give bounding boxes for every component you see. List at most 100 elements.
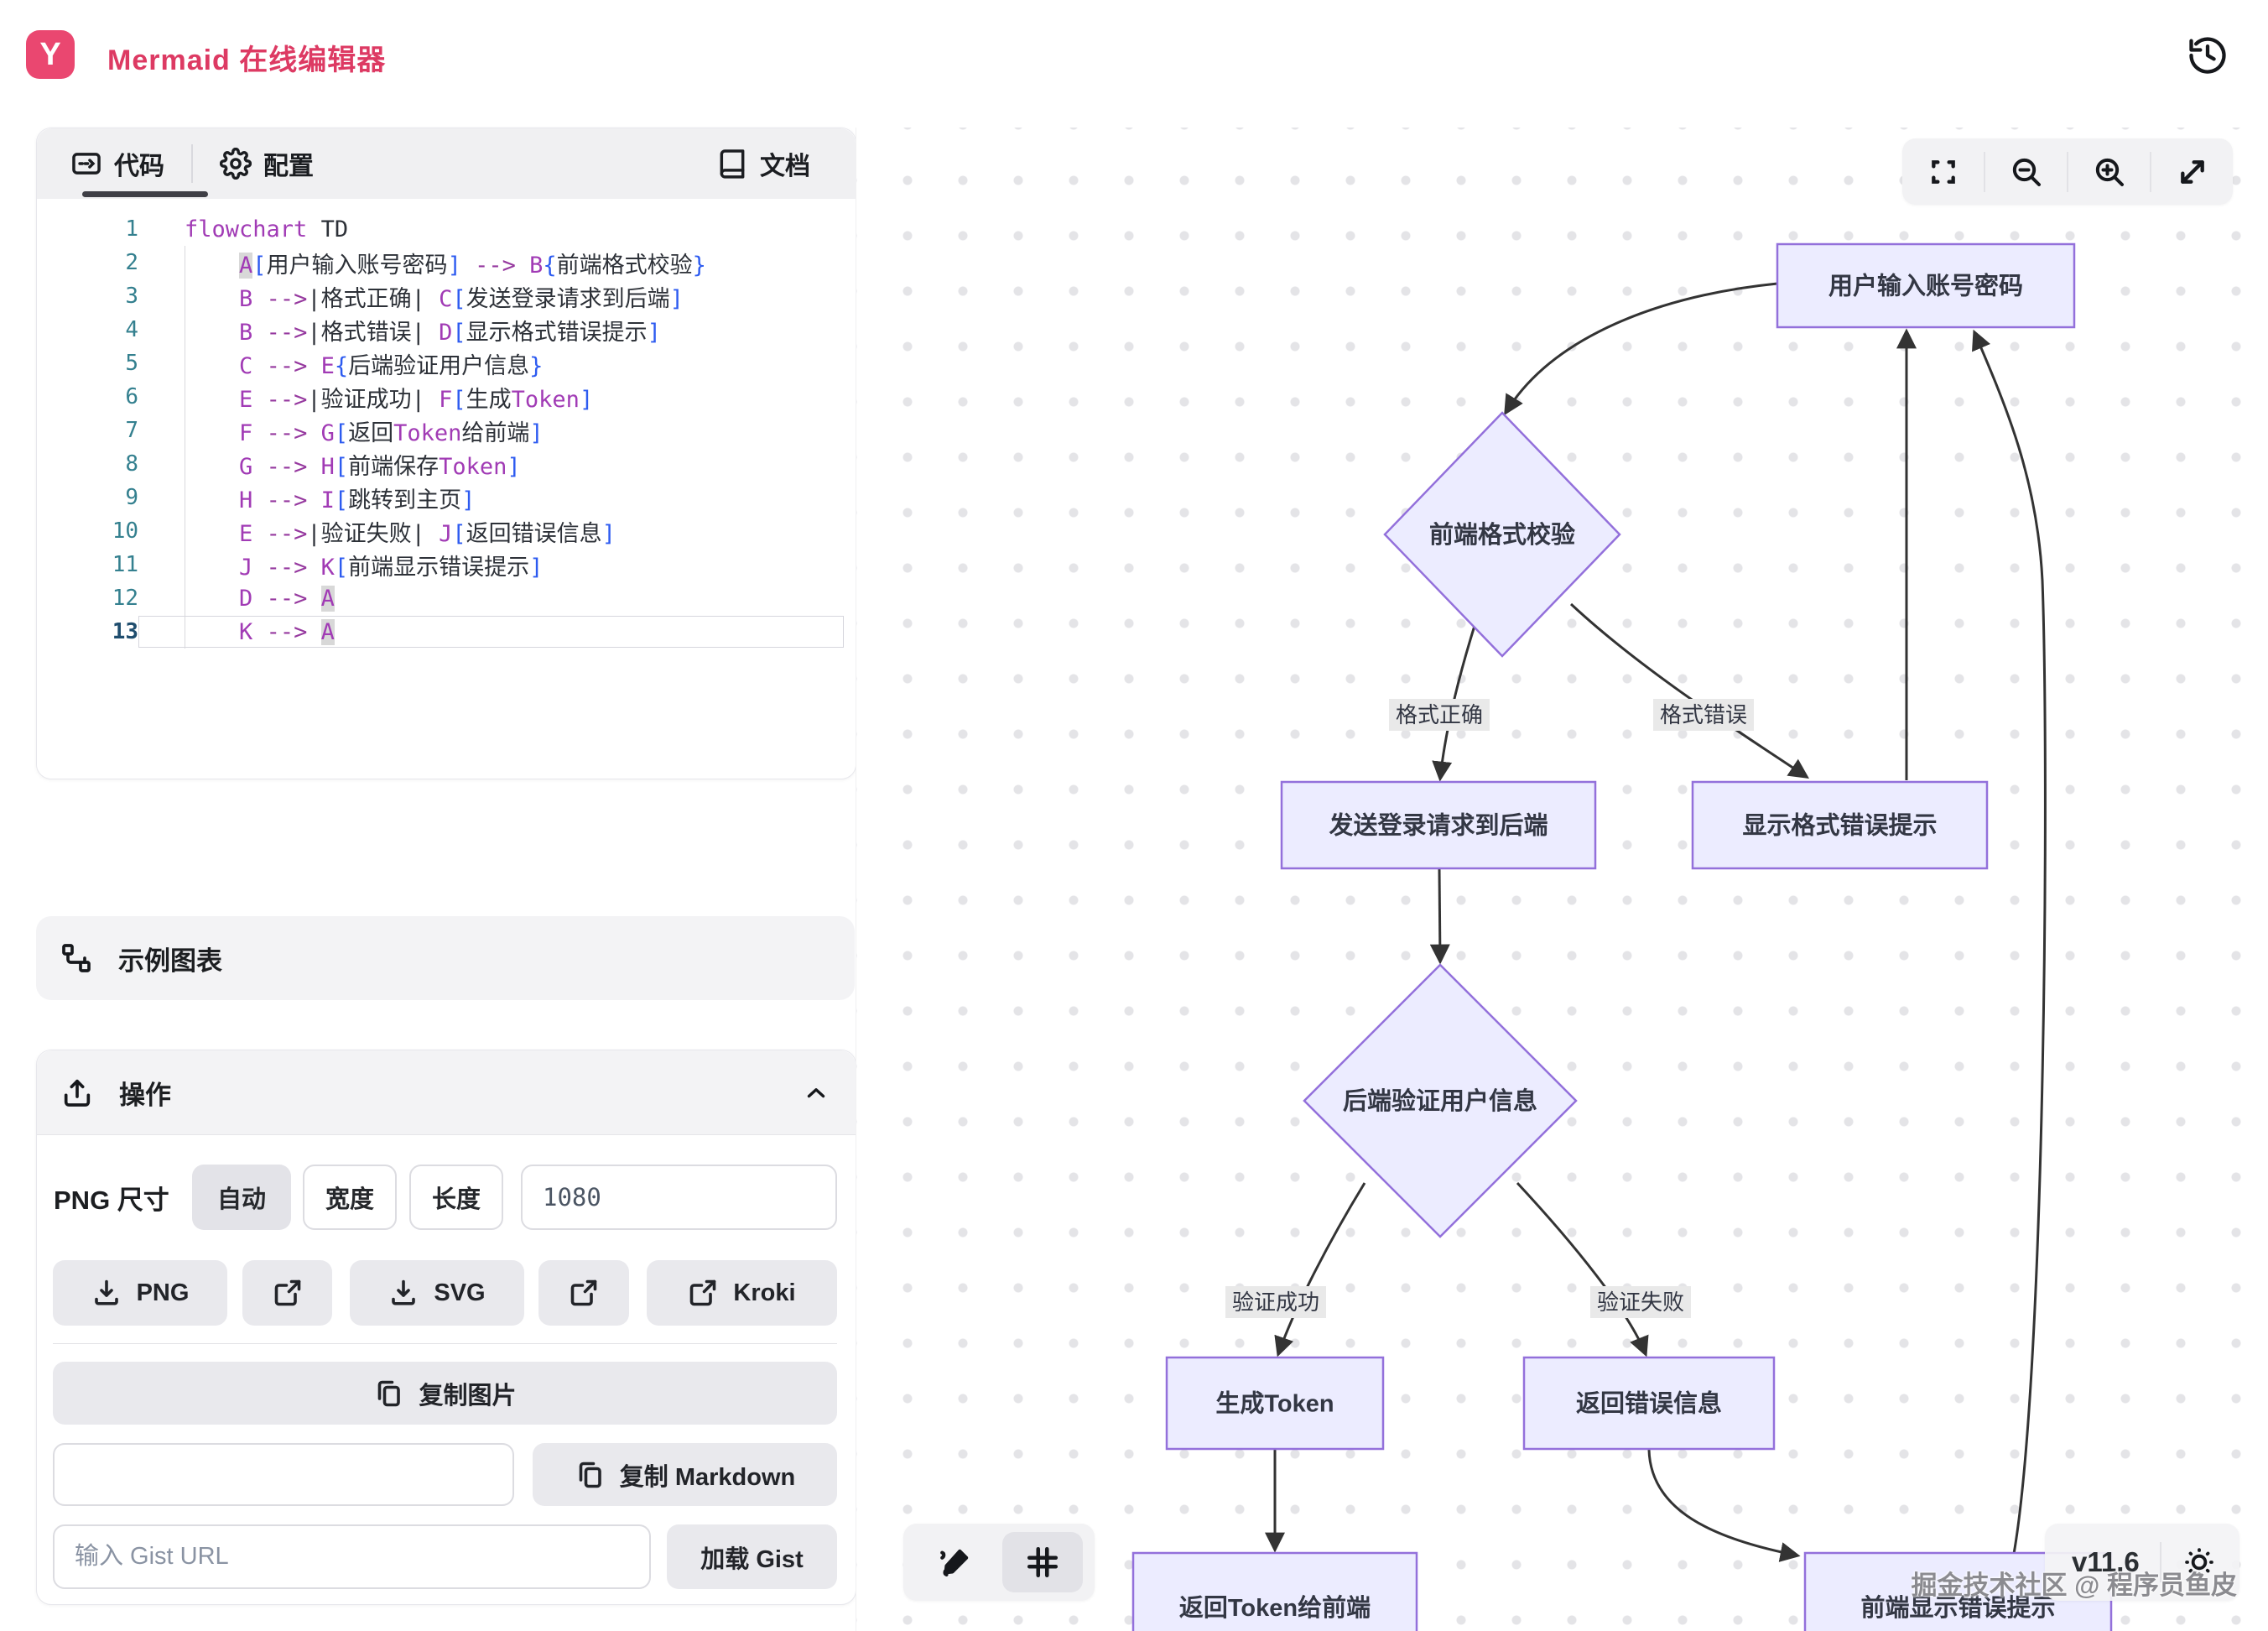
code-line[interactable]: 2 A[用户输入账号密码] --> B{前端格式校验} (37, 246, 856, 279)
line-content: E -->|验证失败| J[返回错误信息] (239, 520, 616, 547)
history-button[interactable] (2181, 29, 2234, 82)
line-number: 3 (125, 284, 138, 309)
canvas-edit-toolbar (903, 1524, 1095, 1601)
diagram-canvas[interactable]: 格式正确格式错误验证成功验证失败 用户输入账号密码前端格式校验发送登录请求到后端… (856, 128, 2268, 1631)
toolbar-separator (2150, 151, 2151, 192)
line-content: K --> A (138, 616, 844, 648)
flow-node-C[interactable]: 发送登录请求到后端 (1280, 780, 1597, 870)
fullscreen-button[interactable] (1902, 138, 1984, 205)
download-icon (388, 1278, 419, 1308)
tab-code[interactable]: 代码 (49, 128, 208, 199)
edge-label: 格式错误 (1660, 702, 1747, 727)
node-label: 后端验证用户信息 (1343, 1086, 1537, 1115)
line-number: 13 (112, 619, 138, 644)
code-line[interactable]: 6 E -->|验证成功| F[生成Token] (37, 380, 856, 414)
chevron-up-icon[interactable] (802, 1079, 830, 1107)
zoom-in-button[interactable] (2068, 138, 2150, 205)
tab-config-label: 配置 (263, 153, 314, 180)
edge-label-bg (1653, 699, 1754, 731)
zoom-out-button[interactable] (1985, 138, 2067, 205)
flow-node-J[interactable]: 返回错误信息 (1522, 1356, 1776, 1451)
download-png-button[interactable]: PNG (53, 1260, 227, 1326)
code-line[interactable]: 13 K --> A (37, 615, 856, 649)
actions-header[interactable]: 操作 (37, 1050, 856, 1135)
code-line[interactable]: 5 C --> E{后端验证用户信息} (37, 347, 856, 380)
code-line[interactable]: 10 E -->|验证失败| J[返回错误信息] (37, 514, 856, 548)
fullscreen-icon (1927, 155, 1960, 189)
examples-title: 示例图表 (118, 946, 222, 976)
examples-section[interactable]: 示例图表 (36, 916, 855, 1000)
app-title: Mermaid 在线编辑器 (107, 44, 387, 76)
node-label: 前端格式校验 (1429, 520, 1575, 549)
line-number: 7 (125, 418, 138, 443)
gist-url-input[interactable] (53, 1524, 651, 1589)
edge-B-D (1569, 602, 1809, 779)
node-label: 用户输入账号密码 (1828, 272, 2023, 300)
code-line[interactable]: 4 B -->|格式错误| D[显示格式错误提示] (37, 313, 856, 347)
download-svg-button[interactable]: SVG (350, 1260, 524, 1326)
tab-docs[interactable]: 文档 (694, 128, 832, 199)
copy-image-row: 复制图片 (37, 1362, 856, 1425)
open-kroki-button[interactable]: Kroki (647, 1260, 837, 1326)
line-content: D --> A (239, 585, 335, 612)
zoom-in-icon (2093, 155, 2126, 189)
expand-icon (2176, 155, 2209, 189)
load-gist-button[interactable]: 加载 Gist (667, 1524, 837, 1589)
download-icon (91, 1278, 122, 1308)
line-content: J --> K[前端显示错误提示] (239, 554, 544, 581)
edge-label-bg (1389, 699, 1490, 731)
flow-node-A[interactable]: 用户输入账号密码 (1776, 242, 2076, 329)
flow-node-F[interactable]: 生成Token (1165, 1356, 1385, 1451)
png-size-row: PNG 尺寸 自动 宽度 长度 (37, 1165, 856, 1230)
tab-code-label: 代码 (114, 153, 164, 180)
edge-C-E (1429, 868, 1450, 965)
code-line[interactable]: 9 H --> I[跳转到主页] (37, 481, 856, 514)
line-content: B -->|格式正确| C[发送登录请求到后端] (239, 285, 684, 312)
external-link-icon (569, 1278, 599, 1308)
flow-node-G[interactable]: 返回Token给前端 (1131, 1551, 1418, 1631)
node-label: 显示格式错误提示 (1742, 812, 1937, 840)
size-mode-width[interactable]: 宽度 (303, 1165, 397, 1230)
theme-toggle[interactable] (2182, 1545, 2217, 1580)
app-header: Y Mermaid 在线编辑器 (0, 0, 2268, 128)
size-mode-auto[interactable]: 自动 (192, 1165, 291, 1230)
edge-label: 格式正确 (1396, 702, 1483, 727)
open-svg-button[interactable] (538, 1260, 629, 1326)
line-content: B -->|格式错误| D[显示格式错误提示] (239, 319, 661, 346)
tab-config[interactable]: 配置 (198, 128, 336, 199)
version-label: v11.6 (2072, 1546, 2140, 1577)
actions-title: 操作 (119, 1080, 171, 1110)
png-size-input[interactable] (521, 1165, 837, 1230)
code-line[interactable]: 12 D --> A (37, 581, 856, 615)
size-mode-auto-label: 自动 (216, 1186, 266, 1213)
code-line[interactable]: 3 B -->|格式正确| C[发送登录请求到后端] (37, 279, 856, 313)
logo-letter: Y (39, 36, 61, 72)
copy-image-button[interactable]: 复制图片 (53, 1362, 837, 1425)
flow-node-B[interactable]: 前端格式校验 (1383, 411, 1621, 658)
flow-node-D[interactable]: 显示格式错误提示 (1691, 780, 1989, 870)
mermaid-diagram: 格式正确格式错误验证成功验证失败 用户输入账号密码前端格式校验发送登录请求到后端… (1131, 242, 2113, 1631)
line-number: 4 (125, 317, 138, 342)
code-line[interactable]: 7 F --> G[返回Token给前端] (37, 414, 856, 447)
copy-markdown-button[interactable]: 复制 Markdown (533, 1443, 837, 1506)
external-link-icon (688, 1278, 718, 1308)
node-label: 发送登录请求到后端 (1328, 812, 1548, 840)
line-content: G --> H[前端保存Token] (239, 453, 521, 480)
expand-button[interactable] (2151, 138, 2233, 205)
markdown-name-input[interactable] (53, 1443, 514, 1506)
png-size-label: PNG 尺寸 (54, 1185, 169, 1215)
size-mode-height[interactable]: 长度 (409, 1165, 503, 1230)
edge-E-J (1516, 1181, 1649, 1357)
line-number: 2 (125, 250, 138, 275)
code-line[interactable]: 11 J --> K[前端显示错误提示] (37, 548, 856, 581)
line-content: E -->|验证成功| F[生成Token] (239, 386, 594, 413)
grid-toggle-button[interactable] (1002, 1532, 1083, 1592)
flow-node-E[interactable]: 后端验证用户信息 (1303, 963, 1578, 1238)
load-gist-label: 加载 Gist (700, 1545, 804, 1573)
draw-mode-button[interactable] (912, 1524, 999, 1601)
open-png-button[interactable] (242, 1260, 332, 1326)
code-line[interactable]: 8 G --> H[前端保存Token] (37, 447, 856, 481)
